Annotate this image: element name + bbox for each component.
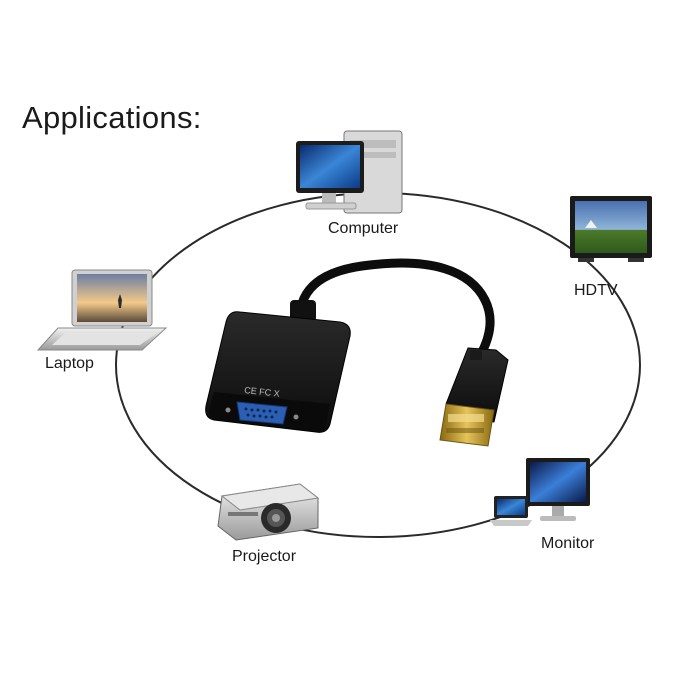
monitor-label: Monitor: [541, 535, 595, 552]
vga-adapter-body: CE FC X: [205, 311, 351, 433]
laptop-icon: [36, 269, 168, 351]
vga-port: [236, 401, 288, 425]
laptop-label: Laptop: [45, 355, 94, 372]
page-title: Applications:: [22, 100, 202, 135]
computer-icon: [296, 130, 403, 214]
monitor-icon: [490, 458, 590, 526]
hdtv-label: HDTV: [574, 282, 618, 299]
certification-marks: CE FC X: [244, 385, 280, 399]
projector-icon: [217, 483, 320, 541]
displayport-plug: [439, 347, 509, 447]
adapter-cable: [290, 258, 495, 357]
computer-label: Computer: [328, 220, 399, 237]
hdtv-icon: [570, 196, 652, 262]
projector-label: Projector: [232, 548, 297, 565]
